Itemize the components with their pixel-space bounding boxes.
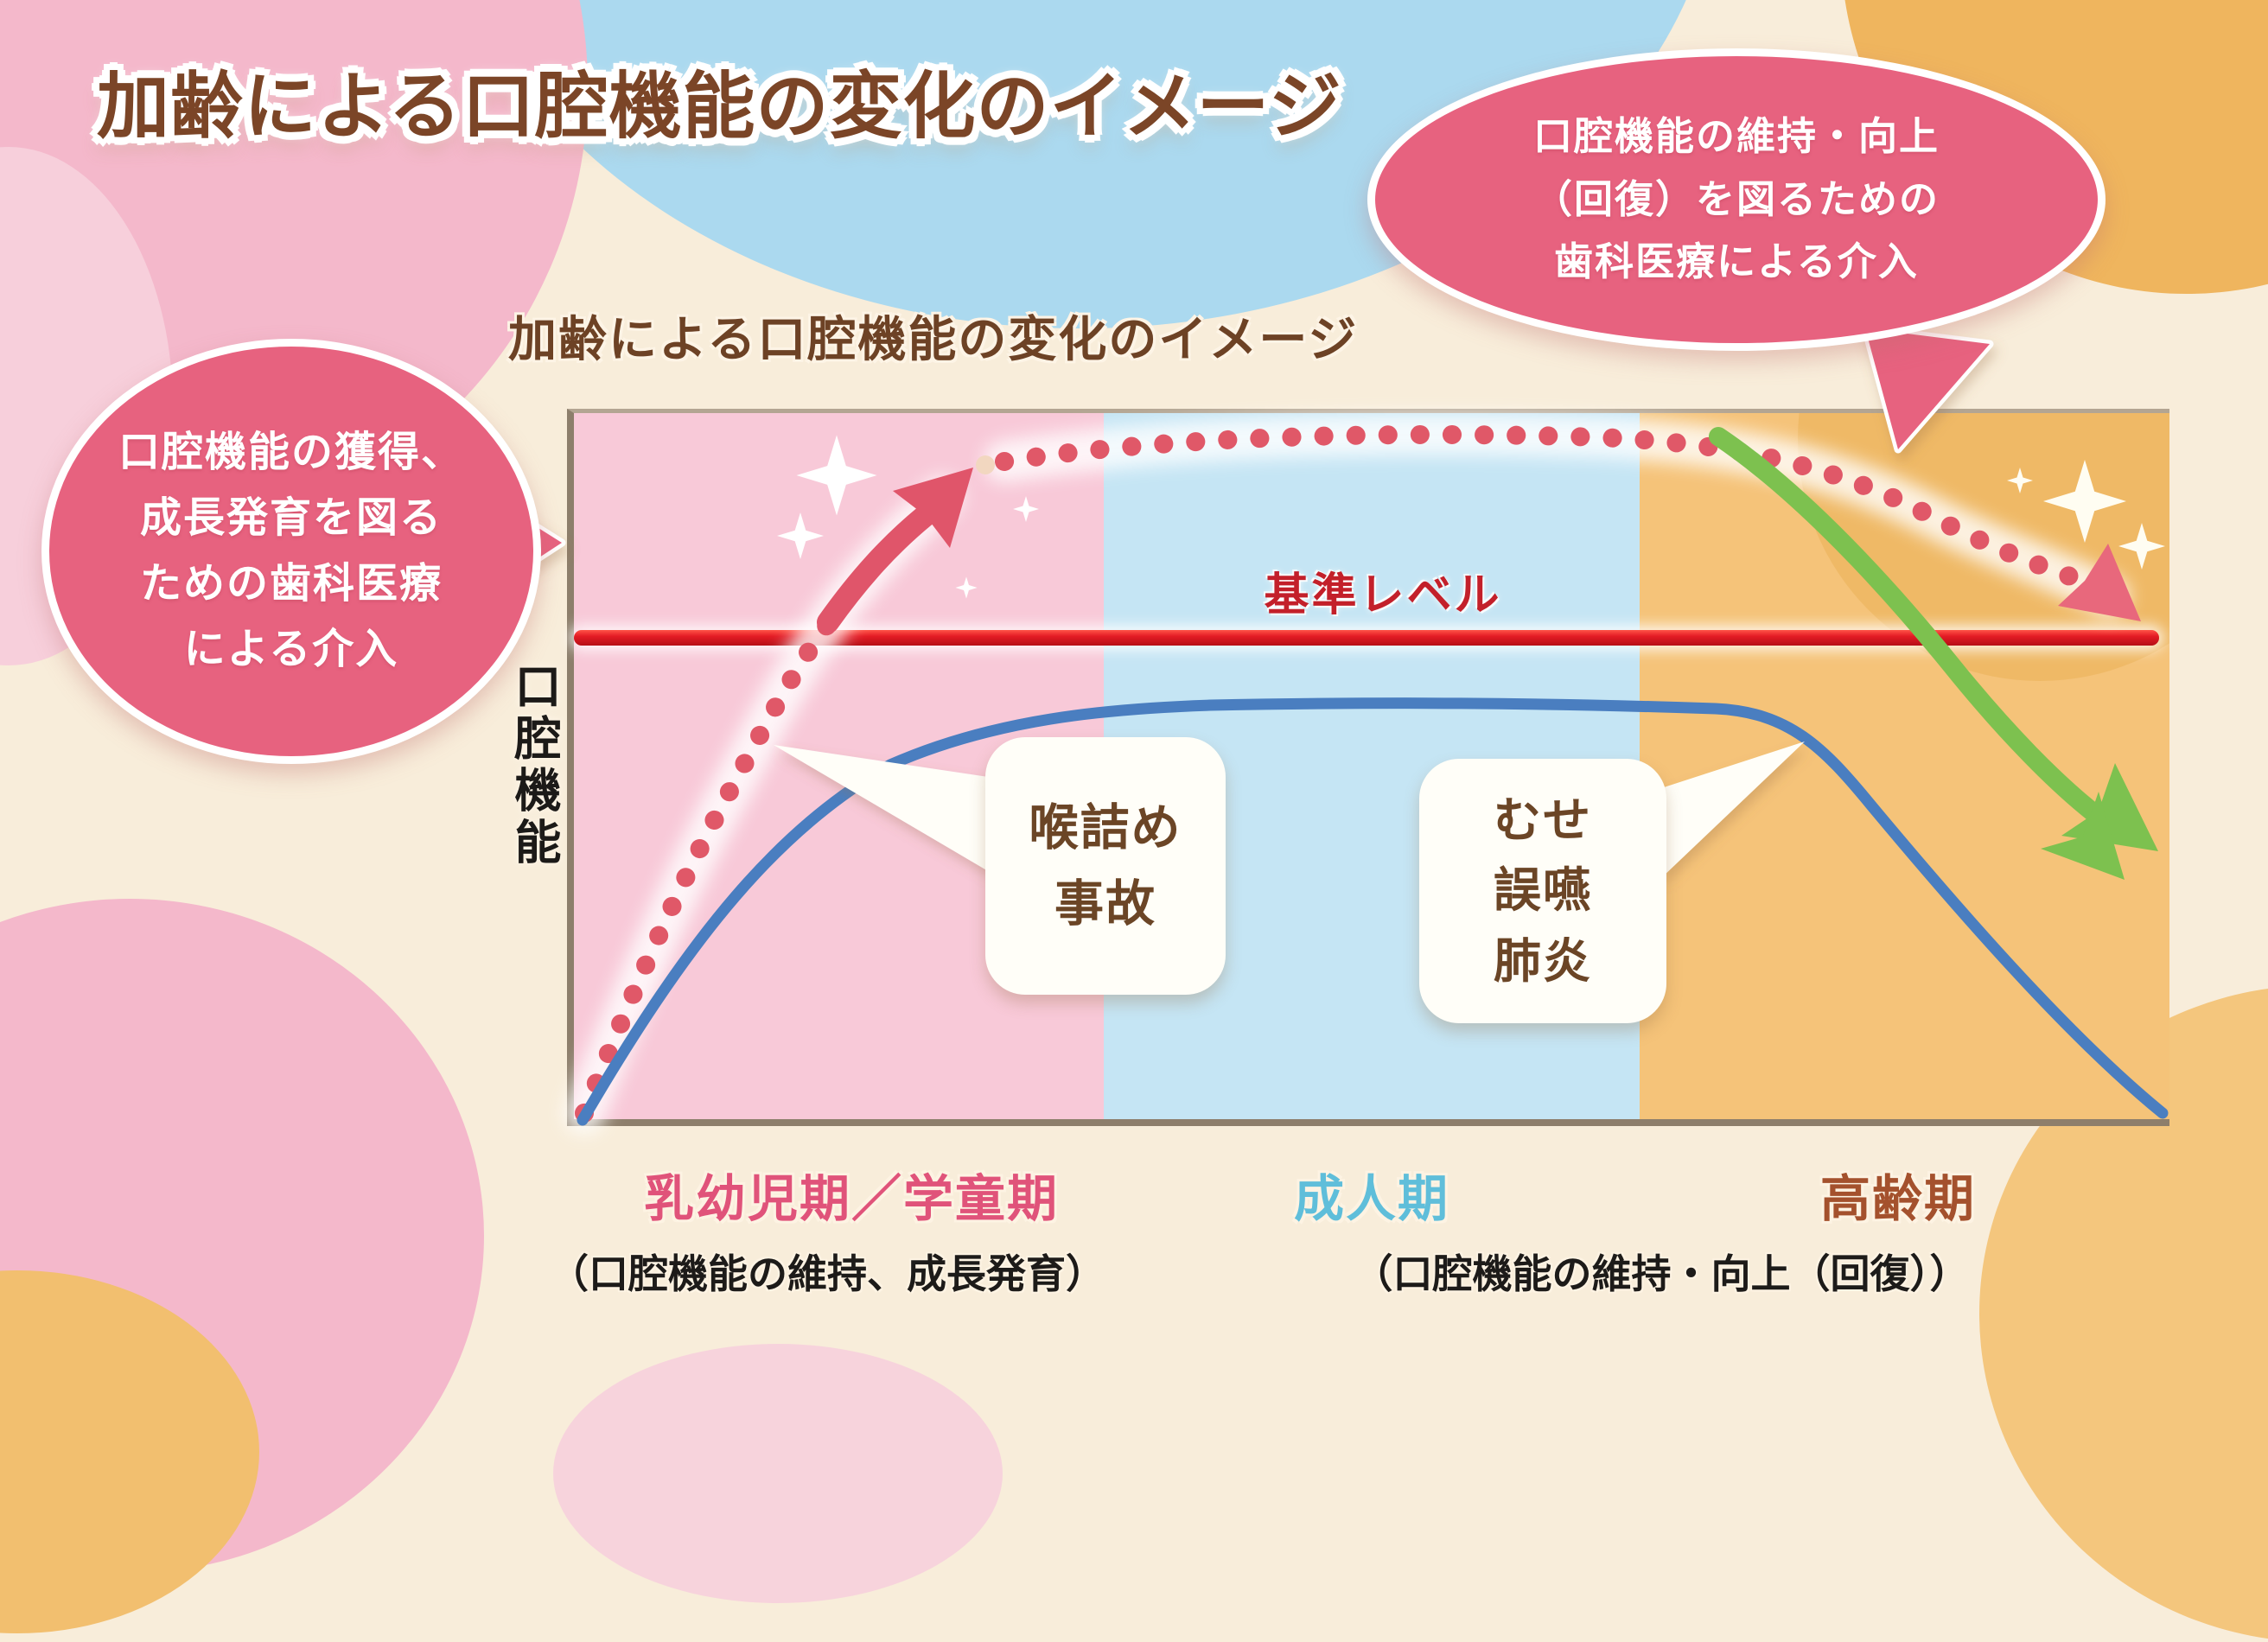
bubble-text: 口腔機能の獲得、	[118, 430, 464, 476]
bubble-text: による介入	[183, 626, 399, 672]
bubble-text: 歯科医療による介入	[1554, 239, 1919, 284]
aspiration-callout: むせ 誤嚥 肺炎	[1419, 759, 1666, 1023]
acquisition-intervention-bubble: 口腔機能の獲得、 成長発育を図る ための歯科医療 による介入	[41, 339, 541, 764]
band-elderly	[1640, 413, 2169, 1119]
footnote-infant-school: （口腔機能の維持、成長発育）	[549, 1251, 1105, 1296]
aspiration-callout-text: 誤嚥	[1493, 863, 1592, 918]
aspiration-callout-text: 肺炎	[1493, 933, 1592, 988]
bubble-text: ための歯科医療	[139, 561, 443, 607]
chart-plot-area	[567, 409, 2169, 1126]
bubble-text: （回復）を図るための	[1532, 176, 1940, 221]
background-blob-lightpink-bottom	[553, 1344, 1003, 1603]
bubble-text: 成長発育を図る	[139, 495, 443, 542]
choking-callout-text: 事故	[1054, 876, 1156, 932]
maintenance-intervention-bubble: 口腔機能の維持・向上 （回復）を図るための 歯科医療による介入	[1367, 48, 2106, 351]
baseline-label: 基準レベル	[1264, 570, 1502, 621]
stage-label-infant-school: 乳幼児期／学童期	[643, 1171, 1060, 1227]
stage-label-elderly: 高齢期	[1819, 1171, 1977, 1227]
aspiration-callout-text: むせ	[1493, 792, 1592, 847]
stage-label-adult: 成人期	[1293, 1171, 1450, 1227]
y-axis-label: 口腔機能	[507, 662, 559, 869]
chart-subtitle: 加齢による口腔機能の変化のイメージ	[508, 312, 1359, 366]
baseline-level-line	[574, 630, 2159, 646]
choking-callout: 喉詰め 事故	[985, 737, 1226, 995]
choking-callout-text: 喉詰め	[1029, 799, 1182, 856]
page-title: 加齢による口腔機能の変化のイメージ	[97, 66, 1342, 147]
footnote-adult-elderly: （口腔機能の維持・向上（回復））	[1353, 1251, 1970, 1296]
bubble-text: 口腔機能の維持・向上	[1532, 113, 1940, 158]
